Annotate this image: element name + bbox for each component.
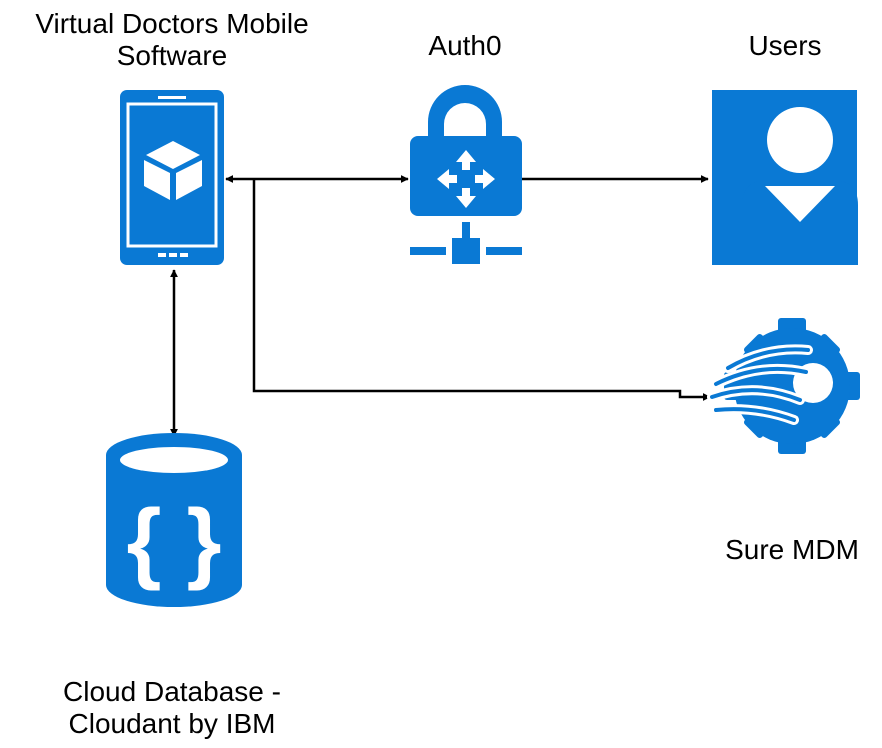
svg-text:{ }: { } [126,492,221,592]
padlock-network-icon [410,85,522,264]
sure-mdm-label: Sure MDM [725,534,859,565]
mobile-software-label-line2: Software [116,40,228,71]
users-label: Users [748,30,822,61]
mobile-phone-cube-icon [120,90,224,265]
auth0-label: Auth0 [428,30,502,61]
database-braces-icon: { } [106,433,242,607]
cloud-database-label-line1: Cloud Database - [63,676,281,707]
gear-waves-icon [707,318,860,454]
cloud-database-label: Cloud Database - Cloudant by IBM [30,676,314,740]
connector-mobile-mdm [252,179,711,401]
connectors [170,175,711,437]
mobile-software-label-line1: Virtual Doctors Mobile [35,8,309,39]
user-icon [712,90,858,265]
cloud-database-label-line2: Cloudant by IBM [68,708,276,739]
mobile-software-label: Virtual Doctors Mobile Software [4,8,340,72]
